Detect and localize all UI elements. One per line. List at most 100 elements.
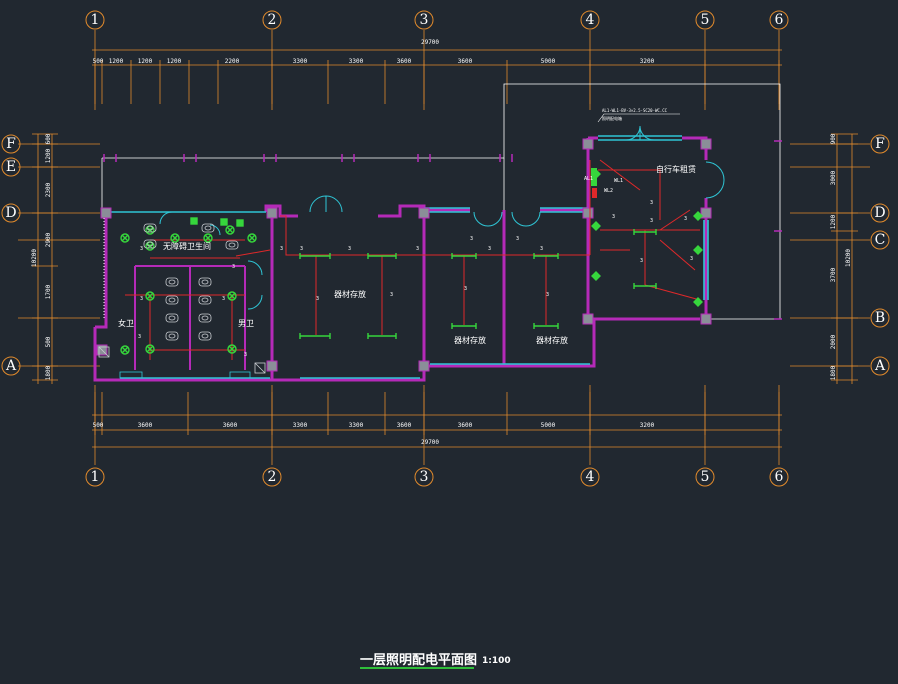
building-walls xyxy=(93,136,708,382)
floor-drain-cross xyxy=(254,362,266,374)
switch-icon xyxy=(693,297,703,307)
lighting-wiring xyxy=(125,159,701,360)
column-icon xyxy=(582,138,594,150)
axis-bubble-left-E-label: E xyxy=(6,159,16,175)
axis-bubble-top-6: 6 xyxy=(769,10,789,30)
ceiling-light-icon xyxy=(227,291,237,301)
column-icon xyxy=(700,138,712,150)
dim-top-4: 2200 xyxy=(225,58,240,65)
circuit-label-6: 3 xyxy=(516,236,519,242)
dim-top-total: 29700 xyxy=(421,39,439,46)
toilet-icon xyxy=(165,313,179,323)
axis-bubble-bottom-3-label: 3 xyxy=(420,469,429,485)
axis-bubble-top-5-label: 5 xyxy=(701,12,710,28)
panel-annotation: AL1-WL1-BV-3×2.5-SC20-WC.CC 照明配电箱 xyxy=(597,108,680,123)
dim-top-7: 3600 xyxy=(397,58,412,65)
axis-bubble-bottom-4-label: 4 xyxy=(586,469,595,485)
switch-icon xyxy=(236,219,244,227)
light-fixtures xyxy=(120,169,703,355)
axis-bubble-right-F: F xyxy=(870,134,890,154)
fluorescent-light-icon xyxy=(451,253,477,259)
circuit-label-12: 3 xyxy=(140,246,143,252)
axis-grid-lines xyxy=(18,30,870,465)
dim-top-10: 3200 xyxy=(640,58,655,65)
circuit-label-13: 3 xyxy=(138,334,141,340)
room-label-male-wc: 男卫 xyxy=(238,319,254,328)
ceiling-light-icon xyxy=(170,233,180,243)
circuit-label-7: 3 xyxy=(540,246,543,252)
circuit-label-17: 3 xyxy=(222,296,225,302)
axis-bubble-bottom-4: 4 xyxy=(580,467,600,487)
dim-left-0: 600 xyxy=(45,133,52,144)
axis-bubble-bottom-2: 2 xyxy=(262,467,282,487)
panel-label-al1: AL1 xyxy=(584,176,593,182)
fluorescent-light-icon xyxy=(367,253,397,259)
fluorescent-light-icon xyxy=(533,323,559,329)
axis-bubble-right-B: B xyxy=(870,308,890,328)
dim-top-5: 3300 xyxy=(293,58,308,65)
circuit-label-21: 3 xyxy=(684,216,687,222)
dim-right-1: 3000 xyxy=(830,170,837,185)
fluorescent-light-icon xyxy=(633,283,657,289)
circuit-label-11: 3 xyxy=(546,292,549,298)
switch-icon xyxy=(591,271,601,281)
room-label-bike-room: 自行车租赁 xyxy=(656,164,696,174)
circuit-label-16: 3 xyxy=(140,296,143,302)
circuit-label-8: 3 xyxy=(316,296,319,302)
dim-left-6: 1800 xyxy=(45,365,52,380)
circuit-label-2: 3 xyxy=(348,246,351,252)
room-label-female-wc: 女卫 xyxy=(118,318,134,328)
dim-bottom-4: 3300 xyxy=(349,422,364,429)
circuit-label-3: 3 xyxy=(416,246,419,252)
axis-bubble-left-F-label: F xyxy=(6,136,16,152)
ceiling-light-icon xyxy=(203,233,213,243)
axis-bubble-top-1: 1 xyxy=(85,10,105,30)
dim-right-3: 3700 xyxy=(830,267,837,282)
circuit-label-9: 3 xyxy=(390,292,393,298)
toilet-icon xyxy=(225,240,239,250)
axis-bubble-right-D: D xyxy=(870,203,890,223)
column-icon xyxy=(266,207,278,219)
circuit-label-18: 3 xyxy=(650,200,653,206)
circuit-label-1: 3 xyxy=(300,246,303,252)
axis-bubble-top-3: 3 xyxy=(414,10,434,30)
axis-bubble-right-B-label: B xyxy=(875,310,885,326)
axis-bubble-top-2: 2 xyxy=(262,10,282,30)
axis-bubble-left-D-label: D xyxy=(5,205,16,221)
axis-bubble-bottom-5-label: 5 xyxy=(701,469,710,485)
doors xyxy=(159,125,725,310)
panel-label-wl1: WL1 xyxy=(614,178,623,184)
axis-bubble-right-D-label: D xyxy=(874,205,885,221)
room-label-storage-b: 器材存放 xyxy=(454,335,486,345)
dim-left-total: 10200 xyxy=(31,249,38,267)
circuit-label-0: 3 xyxy=(280,246,283,252)
toilet-icon xyxy=(165,331,179,341)
axis-bubble-bottom-3: 3 xyxy=(414,467,434,487)
circuit-label-5: 3 xyxy=(488,246,491,252)
dim-right-total: 10200 xyxy=(845,249,852,267)
floor-drain-cross xyxy=(98,346,110,358)
axis-bubble-bottom-5: 5 xyxy=(695,467,715,487)
dim-bottom-5: 3600 xyxy=(397,422,412,429)
dim-left-2: 2300 xyxy=(45,182,52,197)
axis-bubble-top-4-label: 4 xyxy=(586,12,595,28)
dim-top-8: 3600 xyxy=(458,58,473,65)
axis-bubble-right-C-label: C xyxy=(875,232,886,248)
axis-bubble-left-D: D xyxy=(1,203,21,223)
floor-drain-icon xyxy=(254,362,266,374)
ceiling-light-icon xyxy=(120,345,130,355)
fluorescent-light-icon xyxy=(633,229,657,235)
axis-bubble-top-1-label: 1 xyxy=(91,12,100,28)
circuit-label-4: 3 xyxy=(470,236,473,242)
axis-bubble-top-3-label: 3 xyxy=(420,12,429,28)
circuit-label-20: 3 xyxy=(650,218,653,224)
axis-bubble-right-C: C xyxy=(870,230,890,250)
fluorescent-light-icon xyxy=(533,253,559,259)
ceiling-light-icon xyxy=(247,233,257,243)
toilet-icon xyxy=(165,277,179,287)
axis-bubble-bottom-1: 1 xyxy=(85,467,105,487)
distribution-panel-icon xyxy=(591,168,597,198)
axis-bubble-top-6-label: 6 xyxy=(775,12,784,28)
dim-bottom-total: 29700 xyxy=(421,439,439,446)
